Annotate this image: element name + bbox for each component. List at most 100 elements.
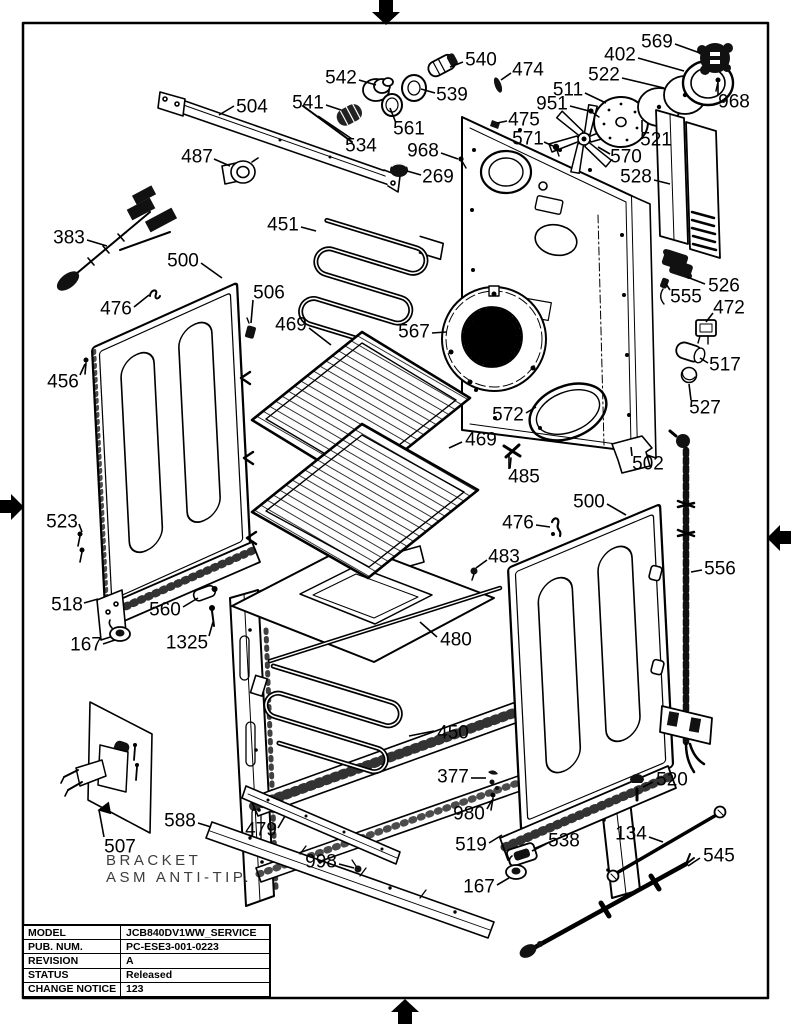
leader-line-476 bbox=[133, 294, 150, 308]
part-134-rod bbox=[606, 805, 727, 883]
part-label-555: 555 bbox=[670, 286, 702, 308]
part-968-screw-left bbox=[458, 156, 467, 169]
leader-line-545 bbox=[687, 857, 701, 867]
leader-line-526 bbox=[686, 276, 706, 285]
leader-line-539 bbox=[420, 88, 436, 94]
leader-line-520 bbox=[642, 781, 654, 788]
spec-value-model: JCB840DV1WW_SERVICE bbox=[126, 926, 257, 939]
part-472-switch bbox=[695, 319, 717, 345]
leader-line-561 bbox=[389, 107, 397, 124]
leader-line-569 bbox=[674, 43, 701, 54]
part-569-motor bbox=[697, 43, 733, 75]
part-476-clip-left bbox=[149, 289, 161, 300]
leader-line-472 bbox=[705, 312, 714, 323]
part-label-487: 487 bbox=[181, 146, 213, 168]
leader-line-479 bbox=[277, 815, 286, 829]
anti-tip-note-line1: BRACKET bbox=[106, 852, 202, 869]
part-561-ring bbox=[381, 93, 403, 117]
part-480-oven-bottom bbox=[231, 543, 503, 664]
table-row: STATUS Released bbox=[24, 968, 269, 983]
leader-line-968 bbox=[440, 152, 459, 160]
leader-line-567 bbox=[431, 331, 447, 334]
part-534-probe bbox=[302, 105, 353, 143]
part-504-top-rail bbox=[157, 91, 401, 193]
leader-line-556 bbox=[690, 569, 703, 573]
leader-line-572 bbox=[525, 406, 537, 414]
part-451-broil-element bbox=[298, 217, 445, 345]
part-label-479: 479 bbox=[245, 819, 277, 841]
part-label-469: 469 bbox=[275, 314, 307, 336]
part-label-521: 521 bbox=[640, 129, 672, 151]
part-label-520: 520 bbox=[656, 769, 688, 791]
leader-line-542 bbox=[358, 79, 377, 86]
leader-line-541 bbox=[325, 104, 342, 111]
part-label-571: 571 bbox=[512, 128, 544, 150]
part-1325-screw bbox=[209, 605, 215, 627]
part-571-screw bbox=[552, 143, 560, 157]
table-row: MODEL JCB840DV1WW_SERVICE bbox=[24, 926, 269, 941]
part-377-clip bbox=[488, 770, 499, 790]
leader-line-998 bbox=[338, 863, 355, 869]
panel-clip-a bbox=[648, 564, 663, 582]
part-167-caster-bottom bbox=[505, 855, 527, 880]
part-label-542: 542 bbox=[325, 67, 357, 89]
part-567-convection-cover bbox=[441, 285, 547, 392]
leader-line-504 bbox=[218, 105, 235, 116]
leader-line-134 bbox=[648, 836, 664, 843]
leader-line-980 bbox=[486, 799, 493, 810]
part-label-572: 572 bbox=[492, 404, 524, 426]
part-label-545: 545 bbox=[703, 845, 735, 867]
panel-clip-b bbox=[650, 658, 665, 676]
part-541-cap bbox=[336, 103, 363, 126]
leader-line-500 bbox=[200, 262, 223, 279]
part-label-968: 968 bbox=[718, 91, 750, 113]
part-556-chain bbox=[659, 429, 713, 774]
leader-line-402 bbox=[637, 57, 685, 72]
leader-line-560 bbox=[182, 597, 199, 608]
part-label-527: 527 bbox=[689, 397, 721, 419]
part-label-475: 475 bbox=[508, 109, 540, 131]
part-label-476: 476 bbox=[502, 512, 534, 534]
part-label-472: 472 bbox=[713, 297, 745, 319]
leader-line-506 bbox=[250, 299, 254, 324]
spec-value-status: Released bbox=[126, 969, 173, 982]
part-500-left-panel bbox=[91, 282, 252, 611]
part-label-167: 167 bbox=[463, 876, 495, 898]
part-485-clip bbox=[502, 443, 522, 469]
leader-line-528 bbox=[653, 179, 671, 185]
leader-line-476 bbox=[535, 524, 551, 528]
part-label-567: 567 bbox=[398, 321, 430, 343]
part-label-469: 469 bbox=[465, 429, 497, 451]
part-500-right-panel bbox=[507, 503, 675, 831]
registration-arrow-left-icon bbox=[0, 494, 24, 520]
leader-line-480 bbox=[419, 621, 438, 638]
part-label-1325: 1325 bbox=[165, 632, 209, 654]
leader-line-483 bbox=[475, 559, 488, 569]
part-538-bracket bbox=[506, 842, 538, 867]
part-469-rack-lower bbox=[250, 422, 480, 580]
registration-arrow-top-icon bbox=[372, 0, 400, 25]
part-520-bolt bbox=[630, 774, 644, 802]
leader-line-502 bbox=[630, 446, 633, 457]
spec-label-model: MODEL bbox=[24, 926, 121, 940]
part-539-bushing bbox=[401, 74, 427, 102]
part-998-screw bbox=[351, 859, 362, 873]
part-545-rod bbox=[519, 853, 695, 958]
part-label-540: 540 bbox=[465, 49, 497, 71]
leader-line-487 bbox=[213, 158, 231, 167]
part-label-951: 951 bbox=[536, 93, 568, 115]
part-label-506: 506 bbox=[253, 282, 285, 304]
part-label-377: 377 bbox=[437, 766, 469, 788]
part-label-451: 451 bbox=[267, 214, 299, 236]
part-label-528: 528 bbox=[620, 166, 652, 188]
part-label-450: 450 bbox=[437, 722, 469, 744]
registration-arrow-right-icon bbox=[767, 525, 791, 551]
part-label-534: 534 bbox=[345, 135, 377, 157]
part-label-480: 480 bbox=[440, 629, 472, 651]
leader-line-951 bbox=[569, 105, 590, 112]
leader-line-527 bbox=[688, 383, 692, 401]
spec-value-revision: A bbox=[126, 954, 134, 967]
part-456-screw bbox=[83, 357, 89, 375]
